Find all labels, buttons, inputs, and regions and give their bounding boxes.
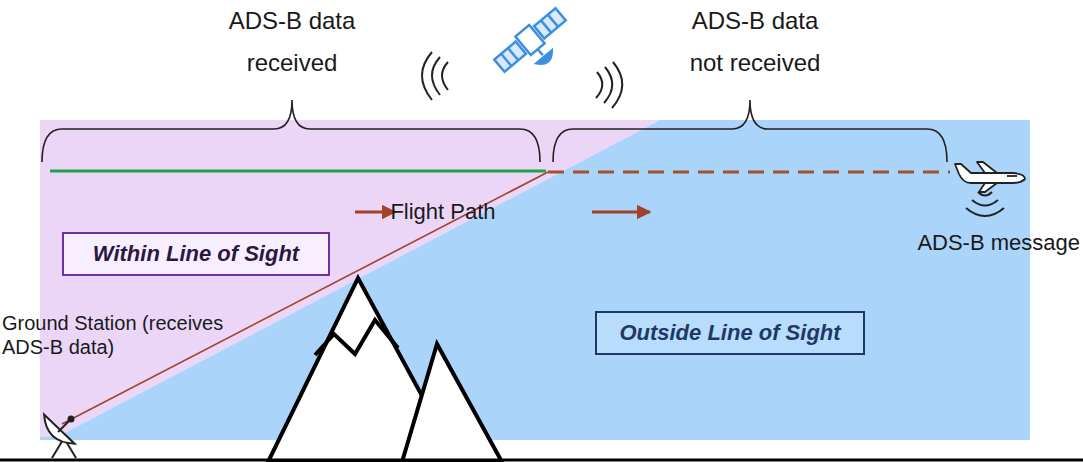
- station-label: Ground Station (receives ADS-B data): [2, 311, 227, 360]
- ground-line: [0, 459, 1083, 462]
- region-label-box: Within Line of Sight: [62, 232, 330, 276]
- direction-arrow: [355, 211, 395, 214]
- received-path: [50, 170, 546, 173]
- satellite-icon: [492, 5, 579, 87]
- region-label-box: Outside Line of Sight: [595, 311, 865, 355]
- status-label: ADS-B data not received: [675, 0, 835, 84]
- outside-sight-region: [40, 120, 1030, 440]
- status-label: ADS-B data received: [212, 0, 372, 84]
- path-label: Flight Path: [373, 199, 513, 225]
- region-label: Within Line of Sight: [78, 241, 314, 267]
- direction-arrow: [592, 211, 650, 214]
- bracket: [42, 100, 540, 162]
- signal-waves: [966, 192, 1004, 216]
- airplane-icon: [955, 162, 1025, 192]
- bracket: [553, 100, 947, 162]
- message-label: ADS-B message: [880, 230, 1080, 256]
- region-label: Outside Line of Sight: [611, 320, 849, 346]
- not-received-path: [548, 171, 950, 174]
- ground-station-icon: [44, 410, 76, 458]
- signal-waves: [422, 52, 622, 108]
- mountain-illustration: [268, 278, 502, 462]
